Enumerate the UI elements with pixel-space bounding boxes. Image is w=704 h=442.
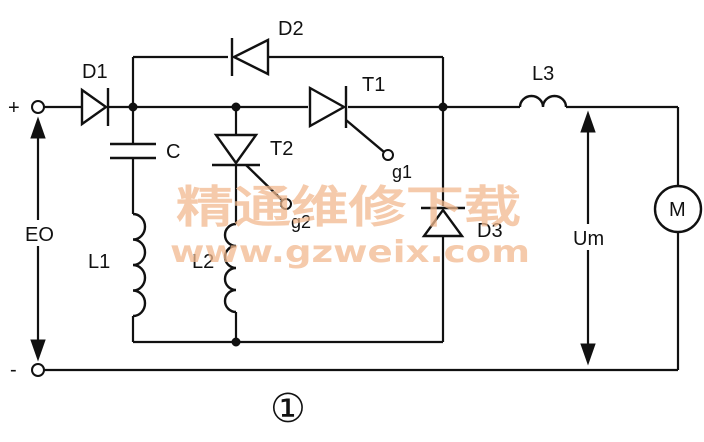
- t2-triangle: [213, 133, 259, 166]
- inductor-l3: L3: [518, 63, 568, 108]
- thyristor-t2: T2 g2: [212, 133, 311, 232]
- junction-dot: [128, 102, 138, 112]
- label-e0: EO: [25, 224, 54, 246]
- d1-triangle: [80, 87, 109, 127]
- label-motor: M: [669, 199, 686, 221]
- label-t2: T2: [270, 138, 293, 160]
- label-g2: g2: [291, 212, 311, 232]
- l1-coil: [132, 212, 147, 318]
- junction-dot: [438, 102, 448, 112]
- thyristor-t1: T1 g1: [308, 74, 412, 182]
- label-d3: D3: [477, 220, 503, 242]
- e0-arrow-head-up: [30, 116, 46, 139]
- t2-gate-terminal: [280, 198, 292, 210]
- um-arrow-head-up: [580, 110, 596, 133]
- inductor-l2: L2: [192, 222, 237, 314]
- junction-dot: [231, 102, 241, 112]
- watermark-title: 精通维修下载: [176, 182, 521, 233]
- label-minus: -: [10, 359, 17, 381]
- figure-number: ①: [270, 386, 306, 432]
- diode-d3: D3: [421, 206, 503, 242]
- label-plus: +: [8, 97, 20, 119]
- capacitor-c: C: [110, 141, 180, 163]
- terminal-negative: [31, 363, 45, 377]
- t1-gate-terminal: [382, 149, 394, 161]
- label-d2: D2: [278, 18, 304, 40]
- t2-gate-lead: [245, 164, 283, 201]
- diode-d1: D1: [80, 61, 110, 127]
- l2-coil: [223, 222, 237, 314]
- motor: M: [653, 184, 703, 234]
- label-l2: L2: [192, 251, 214, 273]
- um-arrow-head-down: [580, 343, 596, 366]
- motor-circle: [653, 184, 703, 234]
- label-l3: L3: [532, 63, 554, 85]
- junctions: [128, 102, 448, 347]
- t1-triangle: [308, 85, 347, 129]
- label-c: C: [166, 141, 180, 163]
- um-voltage-arrow: Um: [572, 110, 612, 366]
- e0-label-bg: [24, 220, 60, 246]
- e0-arrow-head-down: [30, 339, 46, 362]
- input-terminals: + -: [8, 97, 45, 381]
- label-d1: D1: [82, 61, 108, 83]
- label-l1: L1: [88, 251, 110, 273]
- wires: [44, 55, 680, 372]
- diode-d2: D2: [230, 18, 304, 76]
- label-g1: g1: [392, 162, 412, 182]
- d2-triangle: [231, 38, 270, 76]
- t1-gate-lead: [345, 119, 385, 153]
- label-t1: T1: [362, 74, 385, 96]
- junction-dot: [231, 337, 241, 347]
- inductor-l1: L1: [88, 212, 147, 318]
- um-label-bg: [572, 224, 612, 250]
- l3-coil: [518, 94, 568, 108]
- watermark-url: www.gzweix.com: [170, 235, 530, 270]
- d3-triangle: [421, 207, 465, 238]
- label-um: Um: [573, 228, 604, 250]
- terminal-positive: [31, 100, 45, 114]
- e0-voltage-arrow: EO: [24, 116, 60, 362]
- watermark: 精通维修下载 www.gzweix.com: [170, 182, 530, 270]
